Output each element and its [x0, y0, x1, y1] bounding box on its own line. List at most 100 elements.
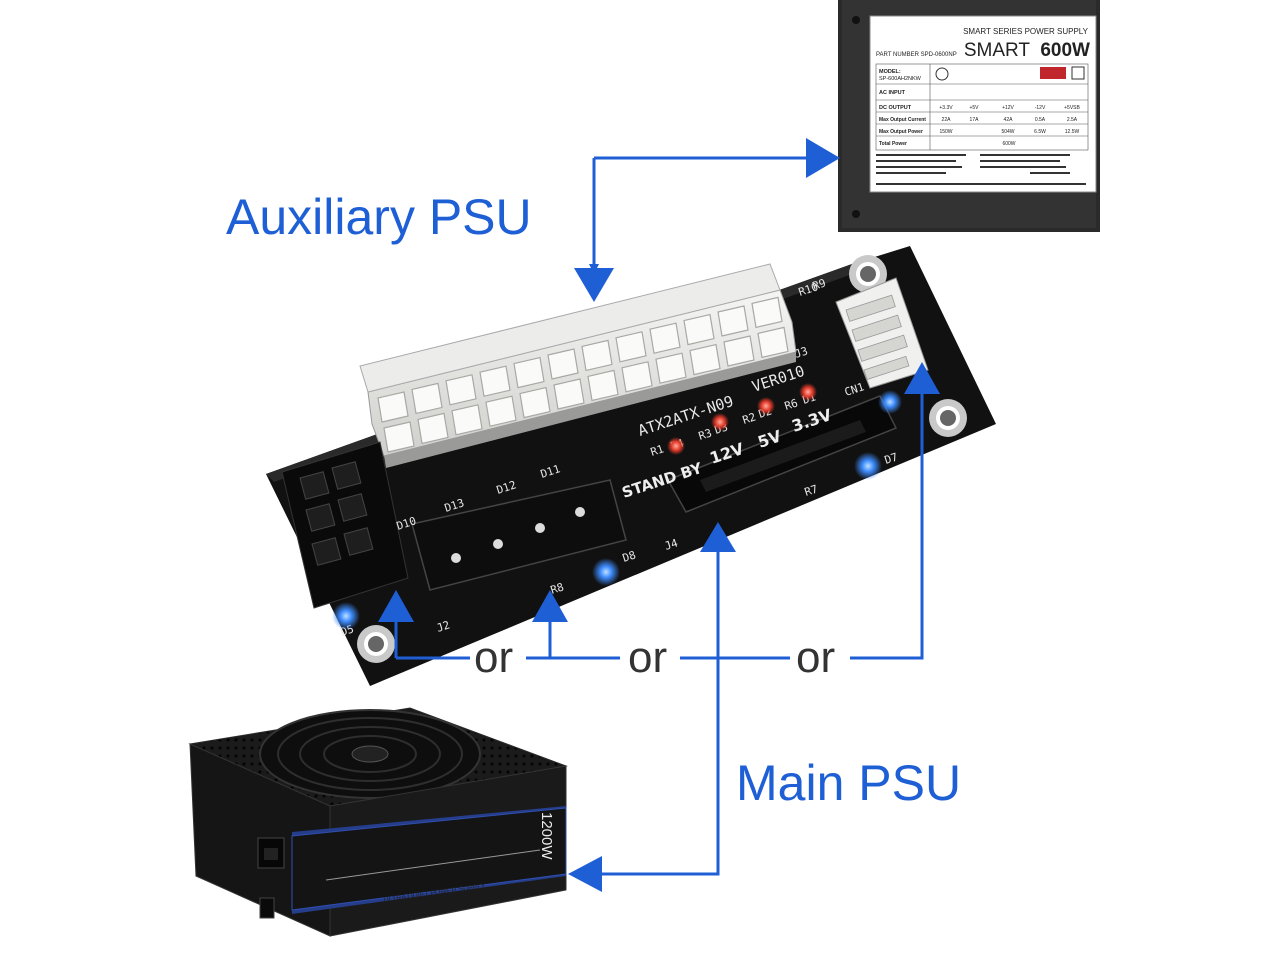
sata-connector [666, 395, 898, 513]
aux-psu-ac-input: AC INPUT [879, 90, 906, 96]
atx-pin [751, 296, 783, 329]
aux-psu-cell: 0.5A [1035, 117, 1046, 123]
pcie-6pin-connector [281, 441, 409, 609]
silk-ref-r2: R2 [741, 410, 758, 426]
arrow-to-main-psu [596, 548, 720, 876]
atx-pin [757, 326, 789, 359]
atx-pin [615, 331, 647, 363]
led-red [799, 383, 817, 401]
silk-ref-r7: R7 [803, 482, 820, 498]
aux-psu-max-current: Max Output Current [879, 117, 926, 123]
arrowhead-left-icon [568, 856, 602, 892]
mounting-hole [929, 399, 967, 437]
aux-psu-cell: 42A [1004, 117, 1014, 123]
led-red [667, 437, 685, 455]
arrowhead-up-icon [378, 590, 414, 622]
led-red [757, 397, 775, 415]
arrow-heads [378, 138, 940, 892]
atx-pin [717, 305, 749, 337]
atx-pin [621, 361, 653, 393]
atx-pin [485, 395, 517, 427]
power-switch-icon [259, 897, 275, 919]
aux-psu-cell: 6.5W [1034, 129, 1046, 135]
cert-icon [935, 67, 949, 81]
atx-pin [411, 382, 443, 415]
silk-ref-r6: R6 [783, 396, 800, 412]
silk-ref-cn1: CN1 [843, 380, 866, 399]
led-blue [592, 558, 620, 586]
atx-pin [513, 356, 545, 389]
aux-psu-model-label: MODEL: [879, 69, 901, 75]
aux-psu-cell: -12V [1035, 105, 1046, 111]
connection-arrows [394, 156, 924, 876]
mounting-hole [357, 625, 395, 663]
aux-psu-model-value: SP-600AH2NKW [879, 76, 922, 82]
aux-psu-wattage: 600W [1040, 40, 1090, 61]
arrowhead-up-icon [532, 590, 568, 622]
silk-ref-d7: D7 [883, 450, 900, 466]
atx-pin [547, 348, 579, 380]
aux-psu-model-name: SMART [964, 40, 1031, 61]
aux-psu-cell: 150W [939, 129, 952, 135]
or-label-1: or [474, 633, 513, 682]
atx-pin [655, 352, 687, 384]
atx-pin [383, 421, 415, 453]
led-blue [878, 390, 902, 414]
atx-24pin-connector [359, 263, 797, 468]
atx-pin [445, 374, 477, 406]
silk-ref-j2: J2 [435, 618, 452, 634]
aux-psu-spec-table [875, 63, 1089, 151]
aux-psu-cell: +12V [1002, 105, 1014, 111]
aux-psu-total-power: Total Power [879, 141, 907, 147]
aux-psu-cell: 2.5A [1067, 117, 1078, 123]
atx-pin [451, 404, 483, 436]
aux-psu-part-no: PART NUMBER SPD-0600NP [876, 52, 957, 58]
atx-pin [417, 412, 449, 445]
power-socket-icon [257, 837, 285, 869]
main-psu-label: Main PSU [736, 755, 961, 811]
aux-psu-cell: 22A [942, 117, 952, 123]
arrowhead-up-icon [700, 522, 736, 552]
or-label-2: or [628, 633, 667, 682]
atx-pin [377, 391, 409, 423]
silk-ref-d10: D10 [395, 514, 418, 533]
warranty-badge-icon [1040, 67, 1066, 79]
silk-ref-r10: R10 [797, 280, 820, 299]
adapter-board: STAND BY ATX2ATX-N09 VER010 12V 5V 3.3V … [266, 246, 996, 686]
aux-psu-cell: +5VSB [1064, 105, 1080, 111]
silk-ref-r3: R3 [697, 426, 714, 442]
or-label-3: or [796, 633, 835, 682]
silk-ref-j4: J4 [663, 536, 680, 553]
small-4pin-connector [835, 277, 929, 389]
silk-ref-d8: D8 [621, 548, 638, 564]
auxiliary-psu-image: SMART SERIES POWER SUPPLY PART NUMBER SP… [838, 0, 1100, 232]
main-psu-wattage: 1200W [538, 812, 555, 860]
aux-psu-cell: 504W [1001, 129, 1014, 135]
silk-ref-d13: D13 [443, 496, 466, 515]
atx-pin [519, 386, 551, 419]
silk-ref-r8: R8 [549, 580, 566, 596]
atx-pin [587, 369, 619, 402]
molex-4pin-connector [411, 479, 627, 591]
silk-ref-j3: J3 [793, 344, 810, 360]
arrowhead-right-icon [806, 138, 840, 178]
silk-ref-r1: R1 [649, 442, 666, 458]
atx-pin [683, 313, 715, 346]
silk-ref-d12: D12 [495, 478, 518, 497]
atx-pin [553, 378, 585, 410]
aux-psu-max-power: Max Output Power [879, 129, 923, 135]
atx-pin-grid [377, 296, 789, 453]
aux-psu-cell: 12.5W [1065, 129, 1080, 135]
aux-psu-dc-output: DC OUTPUT [879, 105, 912, 111]
atx-pin [689, 343, 721, 376]
silk-ref-r9: R9 [811, 276, 828, 292]
led-blue [332, 602, 360, 630]
atx-pin [479, 365, 511, 397]
aux-psu-cell: +3.3V [939, 105, 953, 111]
arrowhead-up-icon [904, 362, 940, 394]
mounting-hole [849, 255, 887, 293]
silk-ref-d11: D11 [539, 462, 562, 481]
arrow-to-small-4pin [850, 392, 924, 660]
